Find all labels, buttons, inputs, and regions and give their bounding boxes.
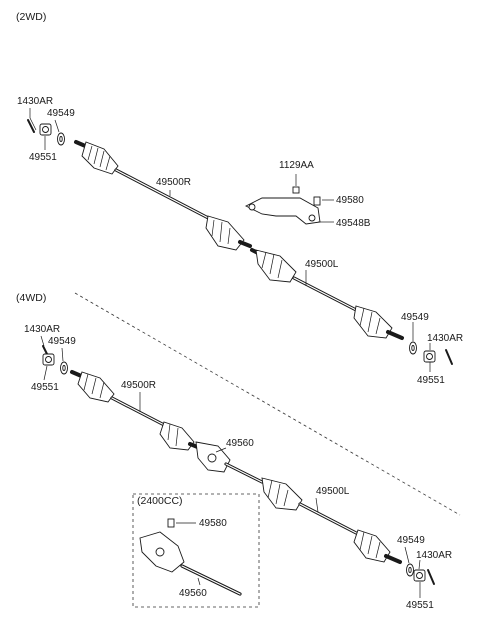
shaft-2400cc — [139, 518, 242, 596]
section-title-4wd: (4WD) — [16, 292, 47, 304]
part-label: 49549 — [48, 336, 76, 347]
section-divider — [74, 292, 461, 516]
leader-lines-4wd — [40, 335, 421, 598]
section-title-2400cc: (2400CC) — [137, 495, 183, 507]
cotter-pin-icon — [427, 569, 435, 585]
shaft-2wd-left — [250, 248, 453, 365]
shaft-2wd-right — [27, 117, 252, 251]
part-label: 49548B — [336, 218, 371, 229]
shaft-4wd-right — [42, 345, 202, 451]
bolt-icon — [167, 518, 175, 528]
support-bracket-assembly — [244, 174, 321, 225]
part-label: 49549 — [397, 535, 425, 546]
part-label: 49580 — [199, 518, 227, 529]
washer-hole — [59, 136, 63, 142]
part-label: 49580 — [336, 195, 364, 206]
shaft-4wd-left — [261, 477, 435, 585]
part-label: 49551 — [406, 600, 434, 611]
part-label: 49500R — [156, 177, 192, 188]
part-label: 49560 — [226, 438, 254, 449]
bearing-hole — [207, 453, 217, 463]
cotter-pin-icon — [445, 349, 453, 365]
part-label: 49551 — [31, 382, 59, 393]
section-title-2wd: (2WD) — [16, 11, 47, 23]
part-label: 49560 — [179, 588, 207, 599]
part-label: 49549 — [401, 312, 429, 323]
bracket-hole — [248, 203, 256, 211]
leader-lines-2wd — [29, 108, 431, 372]
part-label: 49500R — [121, 380, 157, 391]
intermediate-shaft-assembly — [195, 441, 264, 484]
inner-cv-joint-icon — [261, 477, 303, 511]
bracket-hole — [308, 214, 316, 222]
hub-nut-hole — [42, 126, 49, 133]
cotter-pin-shape — [27, 119, 35, 133]
part-label: 1430AR — [24, 324, 61, 335]
inner-cv-joint-icon — [255, 249, 297, 283]
part-label: 49500L — [316, 486, 350, 497]
part-label: 49500L — [305, 259, 339, 270]
inner-cv-joint-icon — [205, 215, 245, 251]
part-label: 1430AR — [427, 333, 464, 344]
part-label: 49551 — [29, 152, 57, 163]
outer-cv-boot-icon — [353, 305, 393, 339]
outer-cv-boot-icon — [81, 141, 119, 175]
part-label: 49551 — [417, 375, 445, 386]
part-label: 49549 — [47, 108, 75, 119]
part-label: 1430AR — [416, 550, 453, 561]
cotter-pin-icon — [29, 117, 37, 131]
bolt-head-icon — [292, 186, 300, 194]
bolt-icon — [313, 196, 321, 206]
part-label: 1129AA — [279, 160, 314, 171]
outer-cv-boot-icon — [77, 371, 115, 403]
variant-box-2400cc — [132, 493, 260, 608]
support-bracket-icon — [244, 197, 321, 225]
part-label: 1430AR — [17, 96, 54, 107]
